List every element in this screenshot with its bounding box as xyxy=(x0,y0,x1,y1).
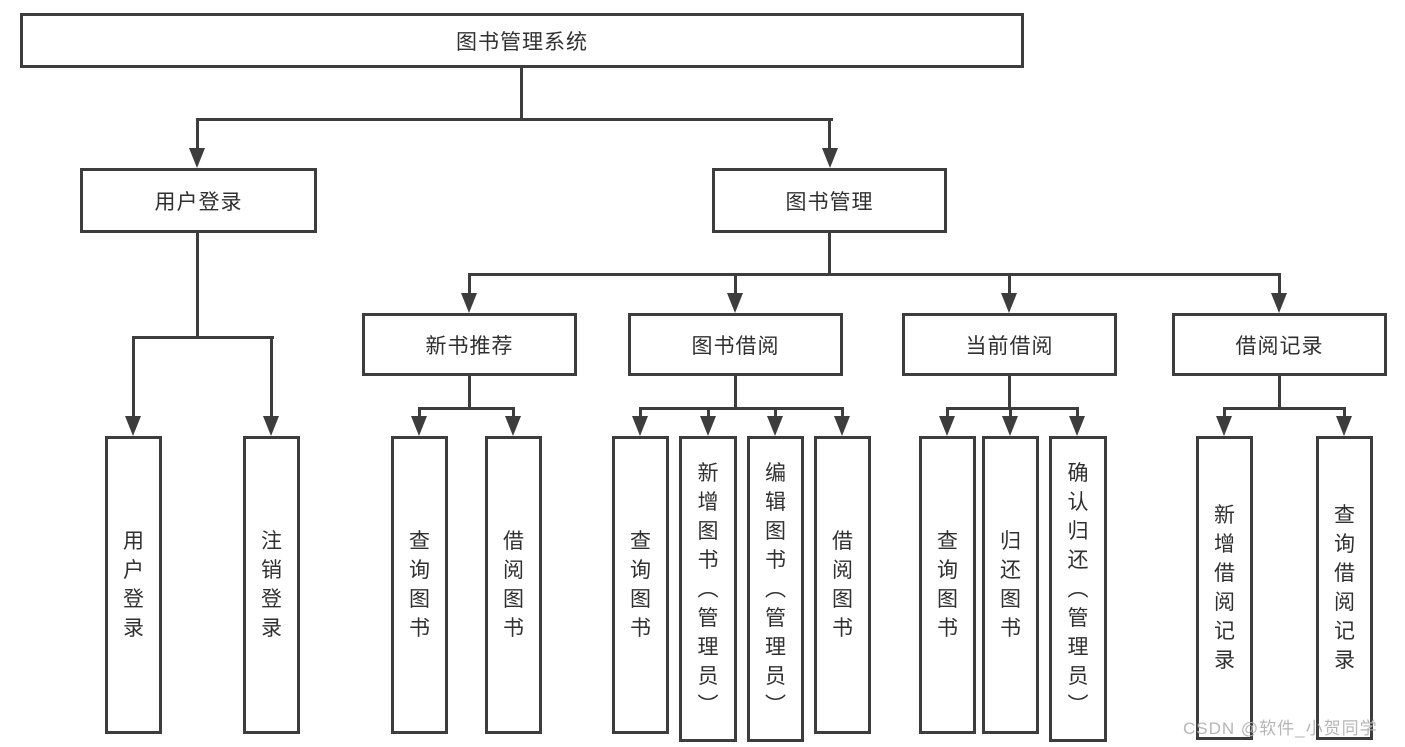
line-segment xyxy=(1223,407,1346,410)
node-label: 确认归还︵管理员︶ xyxy=(1067,461,1089,717)
line-segment xyxy=(946,407,949,420)
arrow-down-icon xyxy=(834,416,850,436)
arrow-down-icon xyxy=(1271,293,1287,313)
node-label: 借阅记录 xyxy=(1235,334,1324,358)
node-label: 归还图书 xyxy=(1000,530,1021,640)
node-label: 新增图书︵管理员︶ xyxy=(697,461,719,717)
line-segment xyxy=(132,336,135,420)
node-label: 查询图书 xyxy=(409,530,430,640)
node-label: 借阅图书 xyxy=(832,530,853,640)
arrow-down-icon xyxy=(1002,416,1018,436)
leaf-return-books: 归还图书 xyxy=(982,436,1039,734)
line-segment xyxy=(1008,374,1011,409)
line-segment xyxy=(774,407,777,420)
arrow-down-icon xyxy=(1216,416,1232,436)
node-library-management-system: 图书管理系统 xyxy=(20,13,1024,68)
csdn-watermark: CSDN @软件_小贺同学 xyxy=(1183,719,1378,738)
leaf-borrow-books-recommend: 借阅图书 xyxy=(485,436,542,734)
node-label: 图书管理 xyxy=(785,190,874,214)
arrow-down-icon xyxy=(700,416,716,436)
line-segment xyxy=(1343,407,1346,420)
node-label: 注销登录 xyxy=(261,530,282,640)
leaf-add-borrow-record: 新增借阅记录 xyxy=(1196,436,1253,740)
arrow-down-icon xyxy=(1001,293,1017,313)
node-label: 用户登录 xyxy=(154,190,243,214)
node-label: 借阅图书 xyxy=(503,530,524,640)
node-label: 查询图书 xyxy=(630,530,651,640)
arrow-down-icon xyxy=(767,416,783,436)
node-label: 新书推荐 xyxy=(425,334,514,358)
node-book-borrowing: 图书借阅 xyxy=(628,313,843,376)
leaf-add-books-admin: 新增图书︵管理员︶ xyxy=(679,436,737,742)
node-label: 图书管理系统 xyxy=(456,30,588,54)
line-segment xyxy=(639,407,642,420)
line-segment xyxy=(520,66,523,120)
leaf-query-borrow-record: 查询借阅记录 xyxy=(1316,436,1373,740)
line-segment xyxy=(1278,374,1281,409)
line-segment xyxy=(946,407,1079,410)
line-segment xyxy=(1223,407,1226,420)
line-segment xyxy=(196,118,199,152)
leaf-confirm-return-admin: 确认归还︵管理员︶ xyxy=(1049,436,1107,742)
arrow-down-icon xyxy=(189,148,205,168)
node-label: 新增借阅记录 xyxy=(1214,504,1235,672)
arrow-down-icon xyxy=(1336,416,1352,436)
leaf-query-books-borrowing: 查询图书 xyxy=(612,436,669,734)
arrow-down-icon xyxy=(632,416,648,436)
line-segment xyxy=(270,336,273,420)
node-label: 图书借阅 xyxy=(691,334,780,358)
line-segment xyxy=(1076,407,1079,420)
line-segment xyxy=(1009,407,1012,420)
node-book-management: 图书管理 xyxy=(712,168,947,233)
node-current-borrowing: 当前借阅 xyxy=(902,313,1117,376)
node-label: 用户登录 xyxy=(123,530,144,640)
node-new-book-recommendation: 新书推荐 xyxy=(362,313,577,376)
line-segment xyxy=(1008,273,1011,297)
leaf-query-books-recommend: 查询图书 xyxy=(391,436,448,734)
line-segment xyxy=(468,374,471,409)
leaf-edit-books-admin: 编辑图书︵管理员︶ xyxy=(747,436,804,742)
line-segment xyxy=(196,118,833,121)
line-segment xyxy=(418,407,515,410)
line-segment xyxy=(828,118,831,152)
arrow-down-icon xyxy=(727,293,743,313)
node-user-login: 用户登录 xyxy=(80,168,317,233)
node-label: 编辑图书︵管理员︶ xyxy=(765,461,786,717)
arrow-down-icon xyxy=(822,148,838,168)
line-segment xyxy=(512,407,515,420)
node-label: 当前借阅 xyxy=(965,334,1054,358)
arrow-down-icon xyxy=(411,416,427,436)
line-segment xyxy=(418,407,421,420)
arrow-down-icon xyxy=(263,416,279,436)
leaf-logout: 注销登录 xyxy=(243,436,300,734)
arrow-down-icon xyxy=(505,416,521,436)
line-segment xyxy=(828,231,831,275)
line-segment xyxy=(734,374,737,409)
arrow-down-icon xyxy=(125,416,141,436)
line-segment xyxy=(468,273,1281,276)
arrow-down-icon xyxy=(1069,416,1085,436)
line-segment xyxy=(1278,273,1281,297)
node-label: 查询图书 xyxy=(937,530,958,640)
line-segment xyxy=(132,336,274,339)
line-segment xyxy=(841,407,844,420)
leaf-query-books-current: 查询图书 xyxy=(919,436,976,734)
line-segment xyxy=(707,407,710,420)
arrow-down-icon xyxy=(461,293,477,313)
node-borrowing-records: 借阅记录 xyxy=(1172,313,1387,376)
line-segment xyxy=(639,407,844,410)
line-segment xyxy=(734,273,737,297)
leaf-borrow-books: 借阅图书 xyxy=(814,436,871,734)
node-label: 查询借阅记录 xyxy=(1334,504,1355,672)
line-segment xyxy=(196,231,199,338)
line-segment xyxy=(468,273,471,297)
leaf-user-login: 用户登录 xyxy=(105,436,162,734)
arrow-down-icon xyxy=(939,416,955,436)
